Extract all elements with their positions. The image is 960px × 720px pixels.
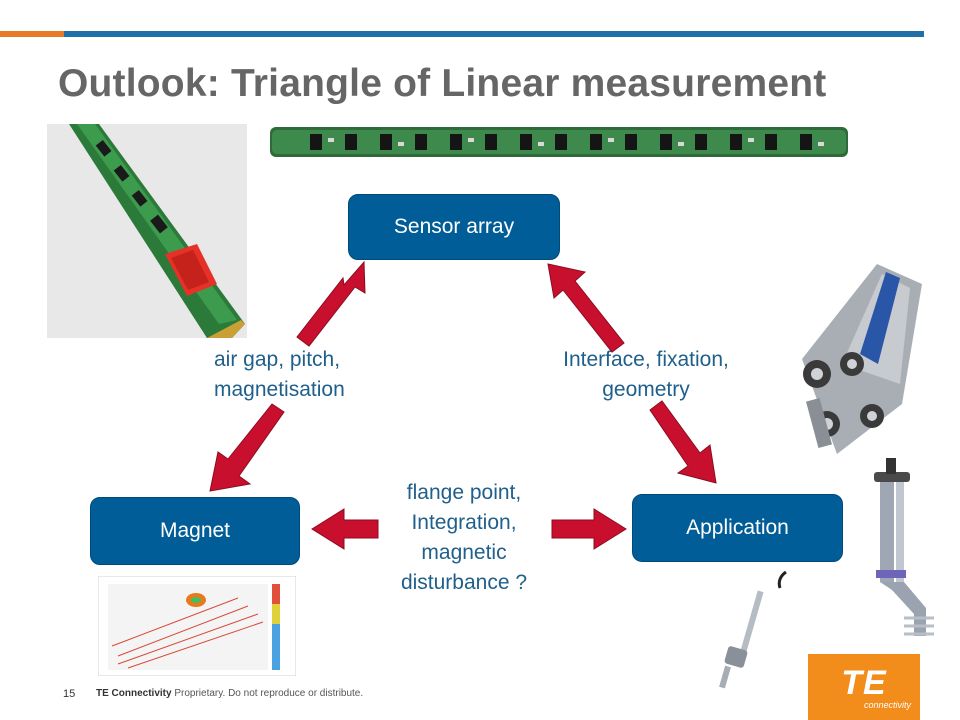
page-number: 15 [63, 688, 76, 700]
application-node: Application [632, 494, 843, 562]
footer-notice: TE Connectivity Proprietary. Do not repr… [96, 688, 363, 699]
pcb-strip-image [270, 127, 848, 157]
level-sensor-image [874, 458, 934, 636]
cylinder-image [802, 264, 922, 454]
te-logo: TE connectivity [808, 654, 920, 720]
top-accent-bar-orange [0, 31, 64, 37]
footer-brand: TE Connectivity [96, 688, 172, 699]
arrow-to-application-horizontal [551, 508, 627, 550]
arrow-app-to-sensor [547, 263, 625, 353]
arrow-to-magnet [209, 403, 285, 492]
pcb-diagonal-image [47, 124, 247, 338]
left-arrow-caption: air gap, pitch, magnetisation [214, 345, 345, 405]
magnet-node: Magnet [90, 497, 300, 565]
te-logo-text: TE [841, 664, 887, 702]
right-caption-line-2: geometry [602, 378, 690, 401]
left-caption-line-1: air gap, pitch, [214, 348, 341, 371]
footer-notice-text: Proprietary. Do not reproduce or distrib… [171, 688, 364, 699]
bottom-caption-line-4: disturbance ? [400, 571, 528, 594]
sensor-array-node: Sensor array [348, 194, 560, 260]
right-caption-line-1: Interface, fixation, [563, 348, 729, 371]
left-caption-line-2: magnetisation [214, 378, 345, 401]
bottom-arrow-caption: flange point, Integration, magnetic dist… [384, 478, 544, 598]
bottom-caption-line-3: magnetic [421, 541, 507, 564]
arrow-magnet-to-sensor [296, 260, 366, 347]
sensor-array-label: Sensor array [393, 215, 515, 238]
slide-title: Outlook: Triangle of Linear measurement [58, 62, 827, 105]
arrow-to-magnet-horizontal [311, 508, 379, 550]
te-logo-subtext: connectivity [864, 700, 912, 710]
right-arrow-caption: Interface, fixation, geometry [548, 345, 744, 405]
top-accent-bar-blue [64, 31, 924, 37]
bottom-caption-line-2: Integration, [411, 511, 517, 534]
rod-sensor-image [719, 570, 787, 689]
magnet-simulation-image [98, 576, 296, 676]
bottom-caption-line-1: flange point, [406, 481, 522, 504]
application-label: Application [686, 516, 789, 539]
magnet-label: Magnet [159, 519, 231, 542]
arrow-to-application [649, 400, 717, 484]
